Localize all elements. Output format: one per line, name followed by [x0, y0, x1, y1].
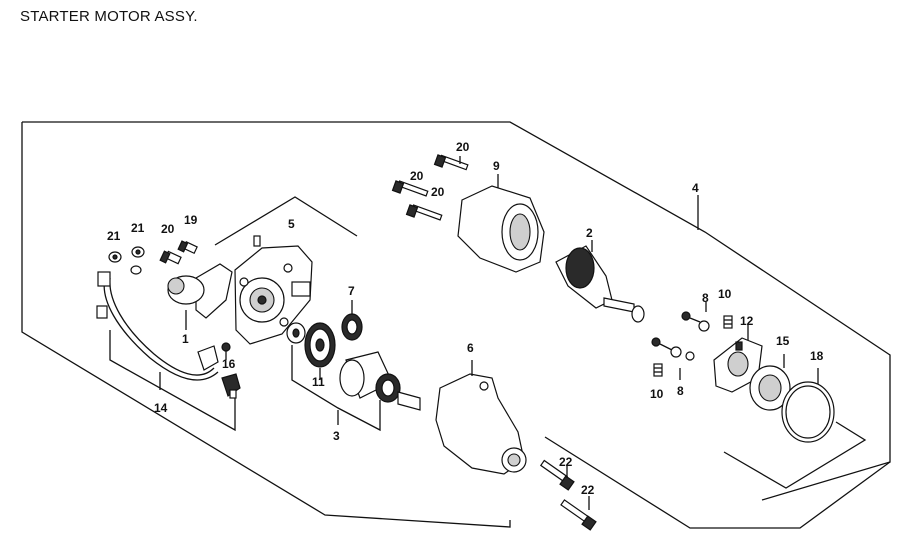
part-5-end-housing — [214, 196, 358, 345]
callout-22-b: 22 — [581, 483, 595, 497]
callout-3: 3 — [333, 429, 340, 443]
callout-8-upper: 8 — [702, 291, 709, 305]
callout-14: 14 — [154, 401, 168, 415]
callout-18: 18 — [810, 349, 824, 363]
callout-1: 1 — [182, 332, 189, 346]
callout-6: 6 — [467, 341, 474, 355]
callout-20-top: 20 — [456, 140, 470, 154]
washer-21-b — [130, 265, 142, 275]
callout-20-low: 20 — [431, 185, 445, 199]
callout-5: 5 — [288, 217, 295, 231]
callout-2: 2 — [586, 226, 593, 240]
callout-11: 11 — [312, 375, 325, 389]
bolt-20-left — [159, 250, 182, 265]
part-11-reduction-gear — [304, 322, 336, 368]
bolt-22-b — [560, 496, 597, 531]
callout-22-a: 22 — [559, 455, 573, 469]
nut-21-a — [108, 251, 122, 263]
callout-7: 7 — [348, 284, 355, 298]
callout-4: 4 — [692, 181, 699, 195]
part-14-cable — [96, 271, 236, 432]
leader-lines — [159, 195, 749, 425]
bolt-20-top — [433, 154, 469, 171]
part-15-plate — [749, 354, 791, 411]
part-18-o-ring — [723, 368, 867, 489]
callout-9: 9 — [493, 159, 500, 173]
callout-19: 19 — [184, 213, 198, 227]
bolt-20-mid — [391, 180, 429, 197]
callout-16: 16 — [222, 357, 236, 371]
brush-screws-upper — [681, 311, 710, 332]
terminal-cap — [221, 373, 241, 399]
callout-10-upper: 10 — [718, 287, 732, 301]
part-1-solenoid — [167, 263, 233, 330]
callout-12: 12 — [740, 314, 754, 328]
washer — [286, 322, 306, 344]
bolt-20-low — [405, 204, 443, 221]
brush-screws-lower — [651, 337, 695, 361]
part-7-idle-gear — [341, 300, 363, 341]
callout-15: 15 — [776, 334, 790, 348]
assembly-outline — [21, 121, 891, 529]
part-2-armature — [555, 240, 645, 323]
callout-20-mid: 20 — [410, 169, 424, 183]
callout-21-b: 21 — [131, 221, 145, 235]
page-title: STARTER MOTOR ASSY. — [20, 8, 198, 25]
spring-10-upper — [723, 315, 733, 329]
spring-10-lower — [653, 363, 663, 377]
bolt-22-a — [539, 459, 575, 491]
nut-21-b — [131, 246, 145, 258]
callout-8-lower: 8 — [677, 384, 684, 398]
bolt-16 — [221, 342, 231, 360]
callout-21-a: 21 — [107, 229, 121, 243]
part-12-brush-holder — [713, 337, 763, 393]
callout-10-lower: 10 — [650, 387, 664, 401]
part-9-yoke — [457, 174, 545, 273]
part-6-front-housing — [435, 360, 527, 475]
part-3-clutch — [291, 345, 421, 432]
callout-20-left: 20 — [161, 222, 175, 236]
bolt-19 — [177, 240, 198, 255]
